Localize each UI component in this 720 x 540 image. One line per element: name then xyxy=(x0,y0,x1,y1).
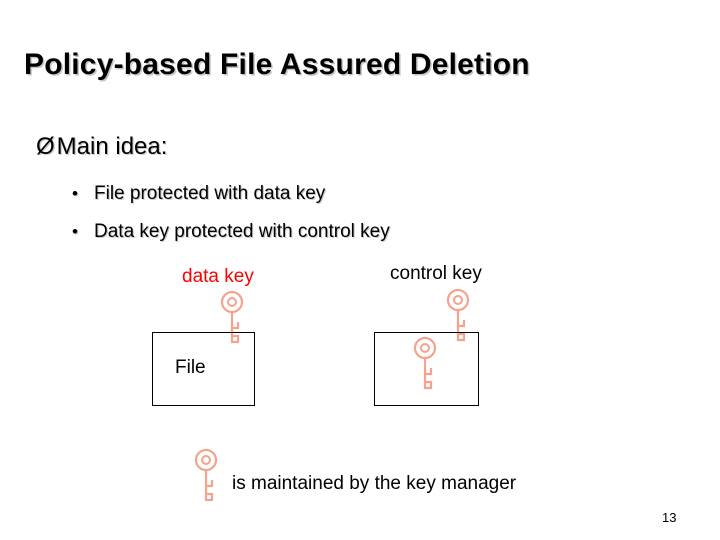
legend-label: is maintained by the key manager xyxy=(232,473,517,494)
key-icon xyxy=(446,288,470,342)
key-icon xyxy=(413,336,437,390)
control-key-label: control key xyxy=(390,263,482,284)
page-title: Policy-based File Assured Deletion xyxy=(24,48,530,81)
main-bullet-label: Main idea: xyxy=(56,133,168,160)
sub-bullet-2-label: Data key protected with control key xyxy=(94,221,390,242)
data-key-label: data key xyxy=(182,266,254,287)
bullet-dot-icon: • xyxy=(72,184,78,203)
file-box xyxy=(152,332,255,406)
control-key-box xyxy=(374,332,479,406)
key-icon xyxy=(194,448,218,502)
sub-bullet-2: • Data key protected with control key xyxy=(72,221,390,243)
page-number: 13 xyxy=(662,510,677,525)
sub-bullet-1: • File protected with data key xyxy=(72,183,325,205)
key-icon xyxy=(220,290,244,344)
file-box-label: File xyxy=(175,357,206,378)
bullet-arrow-icon: Ø xyxy=(36,133,55,160)
main-bullet: Ø Main idea: xyxy=(36,133,167,161)
sub-bullet-1-label: File protected with data key xyxy=(94,183,326,204)
bullet-dot-icon: • xyxy=(72,222,78,241)
